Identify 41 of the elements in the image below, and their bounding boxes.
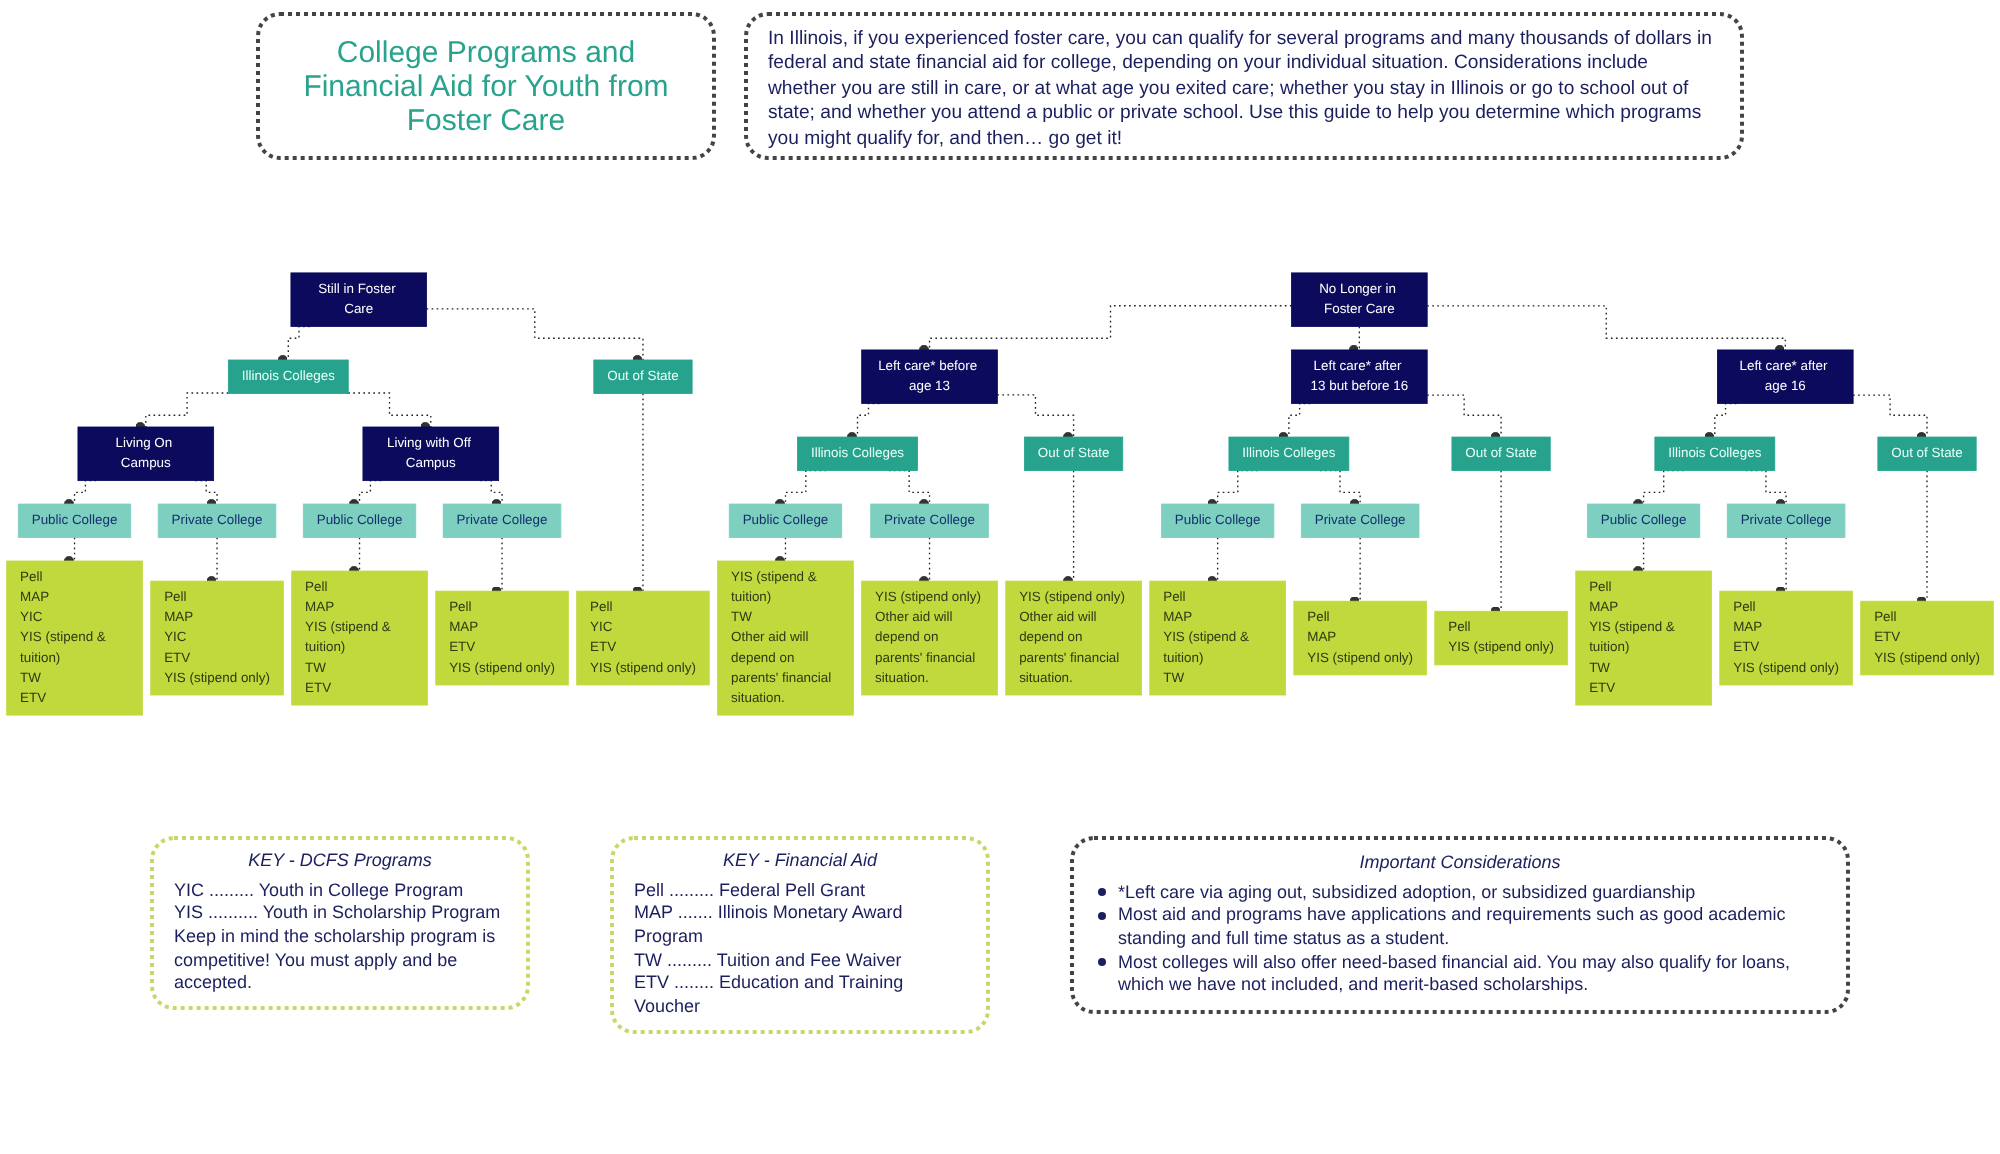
connector	[637, 392, 649, 592]
connector	[1852, 394, 1933, 438]
connector	[1426, 305, 1791, 351]
connector	[1496, 469, 1507, 612]
connector	[69, 536, 80, 562]
key-heading: KEY - Financial Aid	[720, 850, 880, 874]
key-entry: YIC ......... Youth in College Program	[174, 879, 466, 903]
bullet-text: *Left care via aging out, subsidized adoption, or subsidized guardianship	[1118, 881, 1696, 902]
key-heading: KEY - DCFS Programs	[246, 850, 434, 874]
connector	[347, 392, 436, 428]
connector	[1426, 394, 1507, 438]
connector	[354, 536, 365, 572]
connector	[996, 394, 1079, 438]
connector	[496, 536, 508, 592]
connector	[140, 392, 229, 428]
connector	[1354, 325, 1365, 351]
key-entry: YIS .......... Youth in Scholarship Program	[174, 902, 503, 927]
key-entry: TW ......... Tuition and Fee Waiver	[634, 949, 904, 973]
connector	[1781, 536, 1792, 592]
bullet-text: Most aid and programs have applications and requirements such as good academic standing and full time status as a student.	[1118, 904, 1786, 949]
connector	[1638, 536, 1649, 572]
connector	[1355, 536, 1366, 602]
key-entry: Pell ......... Federal Pell Grant	[634, 879, 868, 903]
connector	[1212, 536, 1223, 582]
connector	[425, 308, 649, 361]
connector	[1921, 469, 1933, 602]
key-entry: ETV ........ Education and Training Voucher	[634, 972, 906, 1020]
connector	[924, 536, 935, 582]
title: College Programs and Financial Aid for Youth from Foster Care	[256, 12, 716, 160]
considerations-box	[1070, 836, 1850, 1015]
connector	[211, 536, 223, 582]
key-entry: Keep in mind the scholarship program is competitive! You must apply and be accepted.	[174, 926, 498, 997]
intro-text-box: In Illinois, if you experienced foster care, you can qualify for several programs and many thousands of dollars in federal and state financial aid for college, depending on your individual situation. Considerations include whether you are still in care, or at what age you exited care; whether you stay in Illinois or go to school out of state; and whether you attend a public or private school. Use this guide to help you determine which programs you might qualify for, and then… go get it!	[744, 12, 1744, 160]
key-box	[610, 836, 990, 1034]
key-box	[150, 836, 530, 1011]
connector	[1068, 469, 1079, 582]
bullet-text: Most colleges will also offer need-based financial aid. You may also qualify for loans, which we have not included, and merit-based scholarships.	[1118, 951, 1791, 995]
key-entry: MAP ....... Illinois Monetary Award Program	[634, 902, 905, 950]
connector	[924, 305, 1293, 351]
connector	[780, 536, 791, 562]
box-heading: Important Considerations	[1357, 852, 1563, 876]
